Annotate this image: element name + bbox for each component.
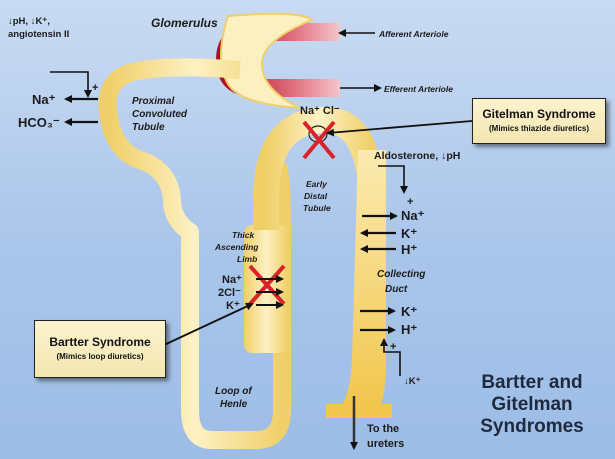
efferent-label: Efferent Arteriole [384,84,453,94]
cd-label-1: Collecting [377,269,425,280]
k-right-label: K⁺ [401,226,417,241]
aldosterone-arrow [378,165,408,194]
slide-title-line3: Syndromes [480,416,584,437]
na-left-label: Na⁺ [32,92,56,107]
aldosterone-label: Aldosterone, ↓pH [374,150,460,162]
tal-label-3: Limb [237,254,257,264]
gitelman-block-x-icon [302,120,336,160]
loop-label-2: Henle [220,399,248,410]
ureters-label-2: ureters [367,438,404,450]
slide-title-line2: Gitelman [491,394,573,415]
slide-title-line1: Bartter and [481,372,583,393]
plus-cd: + [390,341,396,353]
pct-label-1: Proximal [132,96,174,107]
pct-label-2: Convoluted [132,109,188,120]
edt-label-2: Distal [304,191,328,201]
tal-label-2: Ascending [214,242,259,252]
bartter-title: Bartter Syndrome [49,335,151,349]
pct-label-3: Tubule [132,122,165,133]
afferent-label: Afferent Arteriole [378,29,449,39]
stimuli-arrow [50,71,92,98]
h-right-label: H⁺ [401,242,417,257]
glomerulus-capsule [220,12,314,109]
plus-pct: + [92,82,98,94]
glomerulus-label: Glomerulus [151,16,218,30]
cd-label-2: Duct [385,284,408,295]
gitelman-callout: Gitelman Syndrome (Mimics thiazide diure… [472,98,606,144]
na-cl-label: Na⁺ Cl⁻ [300,105,340,117]
low-k-arrow [380,338,401,376]
gitelman-title: Gitelman Syndrome [482,107,596,121]
gitelman-subtitle: (Mimics thiazide diuretics) [488,124,590,133]
edt-label-1: Early [306,179,328,189]
low-k-label: ↓K⁺ [404,376,421,387]
tal-na-label: Na⁺ [222,274,242,286]
gitelman-pointer [326,120,473,137]
k-cd-label: K⁺ [401,304,417,319]
collecting-duct-base [326,404,392,418]
bartter-subtitle: (Mimics loop diuretics) [56,352,144,361]
tal-label-1: Thick [232,230,255,240]
stimuli-label-1: ↓pH, ↓K⁺, [8,16,50,27]
collecting-duct [338,150,386,410]
tal-k-label: K⁺ [226,300,240,312]
hco3-left-label: HCO₃⁻ [18,115,60,130]
proximal-tubule-and-loop [98,58,291,449]
bartter-pointer [163,302,254,346]
slide-title: Bartter and Gitelman Syndromes [454,372,610,438]
na-right-label: Na⁺ [401,208,425,223]
bartter-block-x-icon [248,264,286,306]
tal-2cl-label: 2Cl⁻ [218,287,241,299]
h-cd-label: H⁺ [401,322,417,337]
edt-label-3: Tubule [303,203,331,213]
ureters-label-1: To the [367,423,399,435]
bartter-callout: Bartter Syndrome (Mimics loop diuretics) [34,320,166,378]
loop-label-1: Loop of [215,386,253,397]
plus-aldo: + [407,196,413,208]
stimuli-label-2: angiotensin II [8,29,69,40]
